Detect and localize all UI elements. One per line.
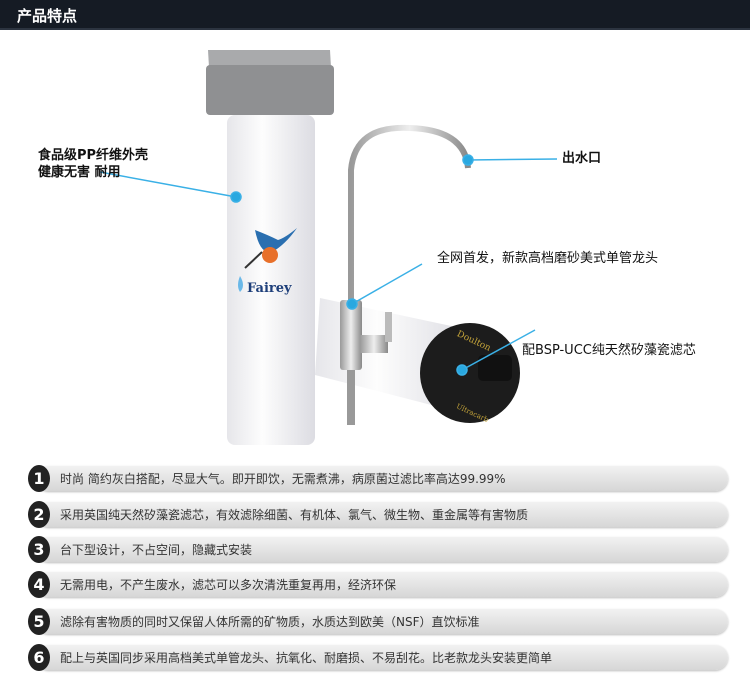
- product-illustration: Fairey Doulton Ultracarb: [99, 50, 558, 445]
- feature-text: 无需用电，不产生废水，滤芯可以多次清洗重复再用，经济环保: [60, 578, 397, 592]
- feature-text: 配上与英国同步采用高档美式单管龙头、抗氧化、耐磨损、不易刮花。比老款龙头安装更简…: [60, 651, 553, 665]
- feature-item: 2 采用英国纯天然矽藻瓷滤芯，有效滤除细菌、有机体、氯气、微生物、重金属等有害物质: [28, 501, 728, 528]
- feature-item: 1 时尚 简约灰白搭配，尽显大气。即开即饮，无需煮沸，病原菌过滤比率高达99.99…: [28, 465, 728, 492]
- section-title: 产品特点: [17, 7, 78, 25]
- callout-cartridge: 配BSP-UCC纯天然矽藻瓷滤芯: [522, 343, 696, 358]
- callout-housing-line2: 健康无害 耐用: [38, 165, 121, 180]
- feature-text: 滤除有害物质的同时又保留人体所需的矿物质，水质达到欧美（NSF）直饮标准: [60, 615, 480, 629]
- callout-housing: 食品级PP纤维外壳 健康无害 耐用: [38, 147, 148, 181]
- feature-number: 1: [28, 465, 50, 492]
- faucet: [340, 124, 471, 425]
- feature-number: 2: [28, 501, 50, 528]
- callout-faucet: 全网首发，新款高档磨砂美式单管龙头: [437, 251, 659, 266]
- feature-item: 6 配上与英国同步采用高档美式单管龙头、抗氧化、耐磨损、不易刮花。比老款龙头安装更…: [28, 644, 728, 671]
- section-header: 产品特点: [0, 0, 750, 30]
- filter-housing: [206, 50, 334, 445]
- brand-logo: Fairey: [247, 281, 292, 296]
- feature-text: 时尚 简约灰白搭配，尽显大气。即开即饮，无需煮沸，病原菌过滤比率高达99.99%: [60, 472, 506, 486]
- bird-logo-icon: [238, 228, 297, 292]
- feature-text: 台下型设计，不占空间，隐藏式安装: [60, 543, 253, 557]
- feature-number: 6: [28, 644, 50, 671]
- callout-housing-line1: 食品级PP纤维外壳: [38, 148, 149, 163]
- feature-number: 5: [28, 608, 50, 635]
- callout-outlet: 出水口: [562, 151, 602, 166]
- feature-item: 5 滤除有害物质的同时又保留人体所需的矿物质，水质达到欧美（NSF）直饮标准: [28, 608, 728, 635]
- callout-lines: [99, 154, 558, 376]
- feature-item: 4 无需用电，不产生废水，滤芯可以多次清洗重复再用，经济环保: [28, 571, 728, 598]
- feature-number: 4: [28, 571, 50, 598]
- feature-item: 3 台下型设计，不占空间，隐藏式安装: [28, 536, 728, 563]
- feature-number: 3: [28, 536, 50, 563]
- feature-text: 采用英国纯天然矽藻瓷滤芯，有效滤除细菌、有机体、氯气、微生物、重金属等有害物质: [60, 508, 529, 522]
- cartridge: Doulton Ultracarb: [315, 298, 520, 424]
